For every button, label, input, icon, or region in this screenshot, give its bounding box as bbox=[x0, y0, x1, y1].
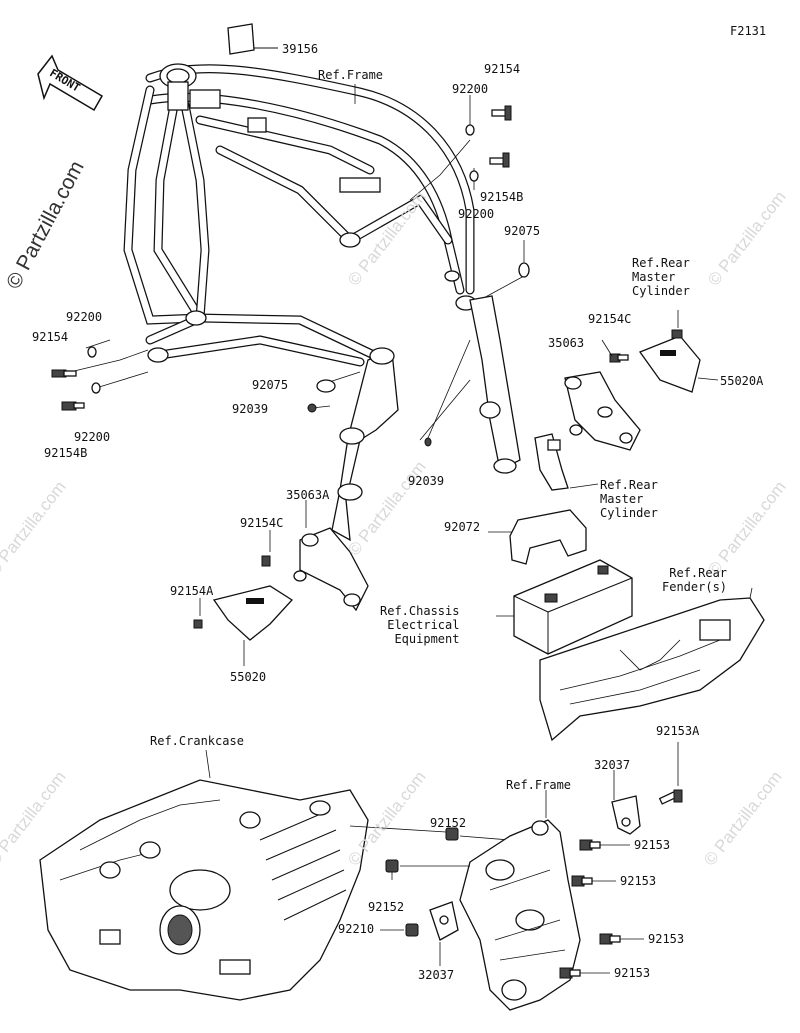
bolt-92153-c-icon bbox=[599, 933, 621, 945]
crankcase-ref-part bbox=[39, 779, 369, 1001]
bolt-92153-a-icon bbox=[579, 839, 601, 851]
part-label-92210: 92210 bbox=[338, 922, 375, 936]
leader-ref-master-2 bbox=[569, 483, 599, 489]
part-label-92154-left: 92154 bbox=[32, 330, 69, 344]
main-frame-part bbox=[123, 63, 477, 367]
nut-92210-icon bbox=[405, 923, 419, 937]
part-label-92154B-left: 92154B bbox=[44, 446, 88, 460]
collar-92075-left-icon bbox=[316, 379, 336, 393]
bolt-92154-left-icon bbox=[51, 369, 77, 378]
bolt-92153-b-icon bbox=[571, 875, 593, 887]
part-label-32037-top: 32037 bbox=[594, 758, 631, 772]
part-label-ref-crankcase: Ref.Crankcase bbox=[150, 734, 244, 748]
leader-35063 bbox=[601, 339, 613, 357]
part-label-92154B-top: 92154B bbox=[480, 190, 524, 204]
part-label-32037-bottom: 32037 bbox=[418, 968, 455, 982]
part-label-92152-bottom: 92152 bbox=[368, 900, 405, 914]
part-label-92072: 92072 bbox=[444, 520, 481, 534]
bolt-92154C-left-icon bbox=[261, 555, 271, 567]
part-label-55020A: 55020A bbox=[720, 374, 764, 388]
fasteners-top bbox=[51, 105, 530, 447]
nut-92152-bottom-icon bbox=[385, 859, 399, 873]
heel-guard-55020A-part bbox=[638, 335, 719, 393]
pin-92039-left-icon bbox=[307, 403, 317, 413]
part-label-92154C-left: 92154C bbox=[240, 516, 284, 530]
leader-rear-fender bbox=[749, 587, 753, 599]
part-label-92039-left: 92039 bbox=[232, 402, 269, 416]
nut-92152-top-icon bbox=[445, 827, 459, 841]
part-label-92154A: 92154A bbox=[170, 584, 214, 598]
part-label-92153-a: 92153 bbox=[634, 838, 671, 852]
battery-ref-part bbox=[513, 559, 633, 655]
bolt-92154C-right-icon bbox=[609, 329, 683, 363]
leader-92152-top bbox=[349, 825, 447, 833]
part-label-ref-rear-fender: Ref.Rear Fender(s) bbox=[662, 566, 728, 594]
part-label-35063A: 35063A bbox=[286, 488, 330, 502]
part-label-92153A: 92153A bbox=[656, 724, 700, 738]
part-label-ref-rear-master-cylinder-2: Ref.Rear Master Cylinder bbox=[600, 478, 658, 520]
pin-92039-mid-icon bbox=[424, 437, 432, 447]
leader-lines-top bbox=[69, 84, 525, 441]
washer-92200-top-icon bbox=[465, 124, 475, 136]
front-arrow-icon bbox=[37, 54, 104, 112]
part-label-92153-c: 92153 bbox=[648, 932, 685, 946]
part-label-92153-d: 92153 bbox=[614, 966, 651, 980]
part-label-35063: 35063 bbox=[548, 336, 585, 350]
bolt-92154A-icon bbox=[193, 619, 203, 629]
rear-hanger-left-part bbox=[331, 347, 399, 542]
part-label-ref-rear-master-cylinder-1: Ref.Rear Master Cylinder bbox=[632, 256, 690, 298]
master-cylinder-ref-part bbox=[534, 433, 569, 491]
bolt-92154-top-icon bbox=[491, 105, 512, 121]
bracket-35063A-part bbox=[293, 527, 369, 612]
bolt-92153A-icon bbox=[658, 789, 683, 805]
washer-92200-leftb-icon bbox=[91, 382, 101, 394]
leader-92152-top-2 bbox=[459, 835, 511, 841]
plate-32037-top-part bbox=[611, 795, 641, 835]
washer-92200-mid-icon bbox=[469, 170, 479, 182]
engine-mount-bracket-part bbox=[459, 819, 581, 1011]
part-label-ref-frame-bottom: Ref.Frame bbox=[506, 778, 572, 792]
part-label-92200-top: 92200 bbox=[452, 82, 489, 96]
washer-92200-left-icon bbox=[87, 346, 97, 358]
figure-code: F2131 bbox=[730, 24, 767, 38]
part-label-55020: 55020 bbox=[230, 670, 267, 684]
part-label-92154C-right: 92154C bbox=[588, 312, 632, 326]
bolt-92154B-top-icon bbox=[489, 152, 510, 168]
battery-cover-92072-part bbox=[509, 509, 587, 565]
leader-ref-crankcase bbox=[205, 749, 211, 779]
part-label-92075-right: 92075 bbox=[504, 224, 541, 238]
bolt-92154B-left-icon bbox=[61, 401, 85, 411]
part-label-92200-left-a: 92200 bbox=[66, 310, 103, 324]
heel-guard-55020-part bbox=[212, 585, 294, 641]
part-label-92154-top: 92154 bbox=[484, 62, 521, 76]
plate-32037-bottom-part bbox=[429, 901, 459, 941]
part-label-ref-frame-top: Ref.Frame bbox=[318, 68, 384, 82]
part-label-39156: 39156 bbox=[282, 42, 319, 56]
part-label-92039-mid: 92039 bbox=[408, 474, 445, 488]
part-label-92200-mid: 92200 bbox=[458, 207, 495, 221]
bracket-35063-part bbox=[564, 371, 641, 451]
part-label-92153-b: 92153 bbox=[620, 874, 657, 888]
part-label-92152-top: 92152 bbox=[430, 816, 467, 830]
rear-hanger-right-part bbox=[469, 295, 521, 474]
label-plate-part bbox=[227, 23, 278, 55]
part-label-ref-chassis-electrical: Ref.Chassis Electrical Equipment bbox=[380, 604, 460, 646]
rear-fender-ref-part bbox=[539, 597, 765, 742]
part-label-92075-left: 92075 bbox=[252, 378, 289, 392]
collar-92075-right-icon bbox=[518, 262, 530, 278]
part-label-92200-left-b: 92200 bbox=[74, 430, 111, 444]
bolt-92153-d-icon bbox=[559, 967, 581, 979]
